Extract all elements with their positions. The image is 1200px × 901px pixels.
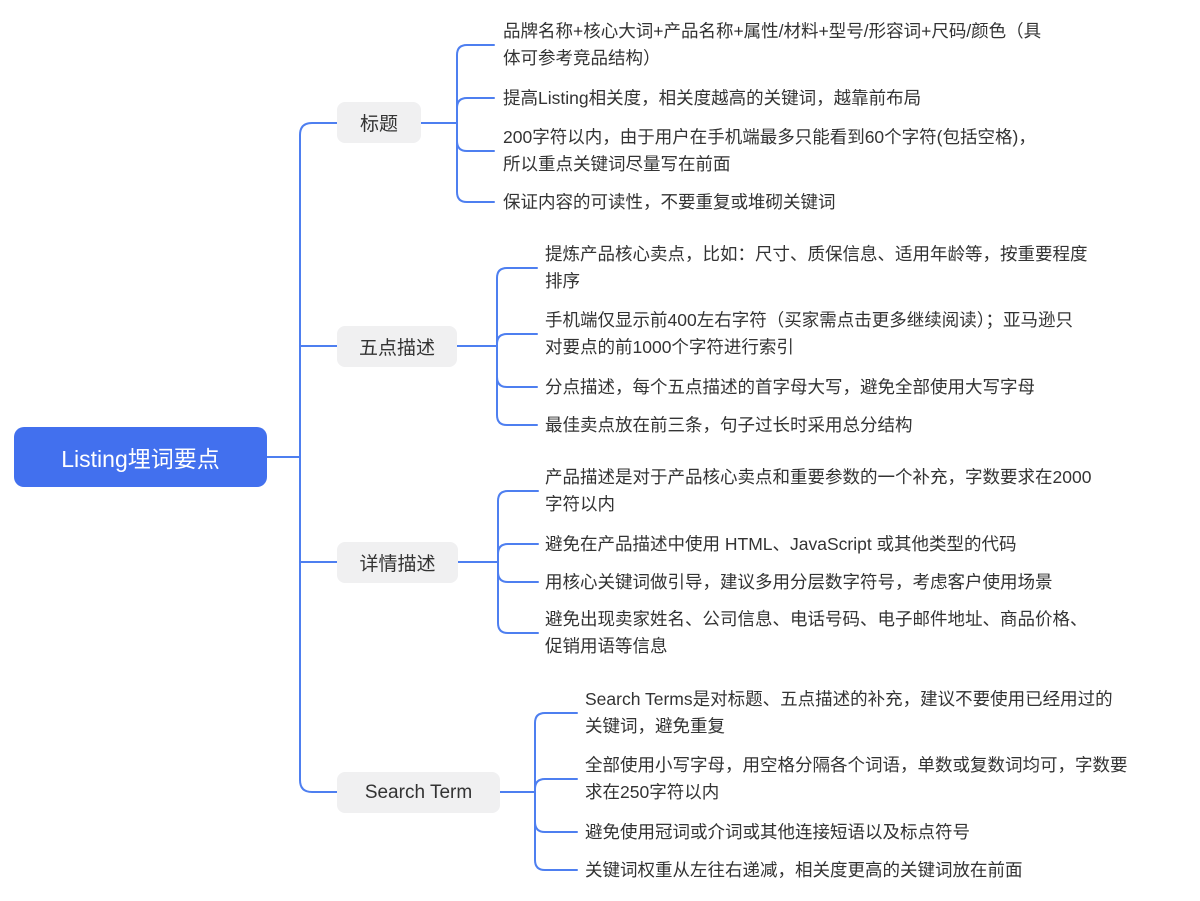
branch-node-search-term[interactable]: Search Term (337, 772, 500, 813)
leaf-note[interactable]: 避免在产品描述中使用 HTML、JavaScript 或其他类型的代码 (545, 534, 1017, 554)
leaf-note[interactable]: 品牌名称+核心大词+产品名称+属性/材料+型号/形容词+尺码/颜色（具 体可参考… (503, 21, 1042, 68)
leaf-note[interactable]: 产品描述是对于产品核心卖点和重要参数的一个补充，字数要求在2000 字符以内 (545, 467, 1092, 514)
leaf-note[interactable]: 关键词权重从左往右递减，相关度更高的关键词放在前面 (585, 860, 1023, 880)
leaf-note[interactable]: 全部使用小写字母，用空格分隔各个词语，单数或复数词均可，字数要 求在250字符以… (585, 755, 1128, 802)
leaf-note[interactable]: 分点描述，每个五点描述的首字母大写，避免全部使用大写字母 (545, 377, 1035, 397)
leaf-note[interactable]: Search Terms是对标题、五点描述的补充，建议不要使用已经用过的 关键词… (585, 689, 1113, 736)
leaf-note[interactable]: 避免出现卖家姓名、公司信息、电话号码、电子邮件地址、商品价格、 促销用语等信息 (545, 609, 1088, 656)
leaf-note[interactable]: 最佳卖点放在前三条，句子过长时采用总分结构 (545, 415, 913, 435)
leaf-note[interactable]: 保证内容的可读性，不要重复或堆砌关键词 (503, 192, 836, 212)
leaf-note[interactable]: 用核心关键词做引导，建议多用分层数字符号，考虑客户使用场景 (545, 572, 1053, 592)
leaf-note[interactable]: 避免使用冠词或介词或其他连接短语以及标点符号 (585, 822, 970, 842)
root-node[interactable]: Listing埋词要点 (14, 427, 267, 487)
leaf-note[interactable]: 提炼产品核心卖点，比如：尺寸、质保信息、适用年龄等，按重要程度 排序 (545, 244, 1088, 291)
leaf-note[interactable]: 提高Listing相关度，相关度越高的关键词，越靠前布局 (503, 88, 922, 108)
branch-node-bullet-points[interactable]: 五点描述 (337, 326, 457, 367)
leaf-note[interactable]: 200字符以内，由于用户在手机端最多只能看到60个字符(包括空格)， 所以重点关… (503, 127, 1036, 174)
trunk-line (299, 122, 338, 793)
leaf-note[interactable]: 手机端仅显示前400左右字符（买家需点击更多继续阅读）；亚马逊只 对要点的前10… (545, 310, 1073, 357)
branch-node-description[interactable]: 详情描述 (337, 542, 458, 583)
branch-node-title[interactable]: 标题 (337, 102, 421, 143)
